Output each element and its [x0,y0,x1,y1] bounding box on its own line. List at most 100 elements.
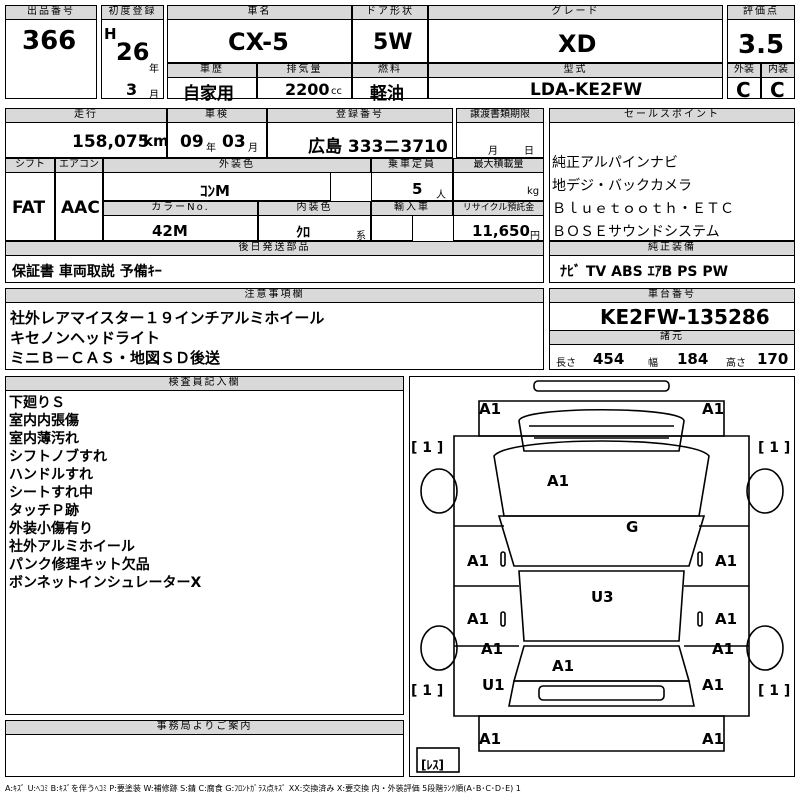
spare-label: [ﾚｽ] [421,758,444,772]
car-diagram [416,380,784,773]
inspector-line: ハンドルすれ [9,467,93,483]
body-shape [453,435,750,717]
sales-point: 純正アルパインナビ [552,155,678,171]
color-no-label: カラーNo. [103,201,258,216]
inspector-line: パンク修理キット欠品 [9,557,150,573]
inspector-label: 検査員記入欄 [5,376,404,391]
wheel-fr-label: [ 1 ] [758,440,791,456]
spare-box [416,747,460,773]
first-reg-cell [101,5,164,99]
lot-no-value: 366 [22,26,77,56]
interior-value: C [770,78,785,102]
door-handle [697,611,703,627]
max-load-unit: kg [527,186,540,197]
inspection-month-unit: 月 [248,143,258,154]
inspection-label: 車検 [167,108,267,123]
reg-no-value: 広島 333ニ3710 [308,137,448,157]
first-reg-month: 3 [126,80,138,99]
rear-window-shape [512,645,691,682]
notes-list: 社外レアマイスター１９インチアルミホイール キセノンヘッドライト ミニＢ－ＣＡＳ… [10,308,324,368]
sales-point: Ｂｌｕｅｔｏｏｔｈ・ＥＴＣ [552,201,734,217]
reg-no-label: 登録番号 [267,108,453,123]
ext-color-label: 外装色 [103,158,371,173]
damage-rear-right: A1 [712,640,735,658]
equip-label: 純正装備 [549,241,795,256]
recycle-label: リサイクル預託金 [453,201,544,216]
tailgate-shape [508,680,695,707]
damage-bumper-rr: A1 [702,730,725,748]
damage-bumper-rl: A1 [479,730,502,748]
fuel-value: 軽油 [370,84,404,104]
capacity-value: 5 [412,180,423,198]
rear-outline-shape [478,715,725,752]
inspector-line: 下廻りＳ [9,395,65,411]
grade-label: グレード [428,5,723,20]
chassis-value: KE2FW-135286 [600,305,770,329]
first-reg-month-unit: 月 [149,90,159,101]
inspector-list: 下廻りＳ 室内内張傷 室内薄汚れ シフトノブすれ ハンドルすれ シートすれ中 タ… [9,394,201,592]
hood-shape [518,408,685,452]
front-bumper-shape [533,380,670,392]
damage-windshield: G [626,518,639,536]
inspector-line: タッチＰ跡 [9,503,79,519]
later-parts-label: 後日発送部品 [5,241,544,256]
history-label: 車歴 [167,63,257,78]
int-color-unit: 系 [356,231,366,242]
door-handle [500,551,506,567]
recycle-value: 11,650 [472,222,530,240]
lot-no-cell [5,5,97,99]
recycle-unit: 円 [530,231,540,242]
door-label: ドア形状 [352,5,428,20]
first-reg-year-unit: 年 [149,64,159,75]
front-outline-shape [478,400,725,437]
damage-bonnet: A1 [547,472,570,490]
wheel-rr-label: [ 1 ] [758,683,791,699]
car-name-value: CX-5 [228,28,289,56]
model-label: 型式 [428,63,723,78]
exterior-label: 外装 [727,63,761,78]
note-line: キセノンヘッドライト [10,329,161,347]
shift-label: シフト [5,158,55,173]
history-value: 自家用 [183,84,234,104]
mileage-label: 走行 [5,108,167,123]
inspection-year-unit: 年 [206,143,216,154]
door-handle [500,611,506,627]
model-value: LDA-KE2FW [530,80,643,100]
dims-label: 諸元 [549,330,795,345]
ac-label: エアコン [55,158,103,173]
damage-front-right: A1 [702,400,725,418]
fuel-label: 燃料 [352,63,428,78]
roof-shape [518,570,685,642]
diagram-cell [409,376,795,777]
inspector-line: 室内薄汚れ [9,431,79,447]
ext-color-value: ｺﾝM [200,182,230,200]
note-line: ミニＢ－ＣＡＳ・地図ＳＤ後送 [10,349,221,367]
sales-point: ＢＯＳＥサウンドシステム [552,224,720,240]
wheel-fl-shape [420,468,458,514]
width-label: 幅 [648,358,658,369]
score-value: 3.5 [738,30,785,60]
sales-points-list: 純正アルパインナビ 地デジ・バックカメラ Ｂｌｕｅｔｏｏｔｈ・ＥＴＣ ＢＯＳＥサ… [552,152,734,244]
damage-front-left: A1 [479,400,502,418]
damage-door-rr: A1 [715,610,738,628]
inspector-line: シフトノブすれ [9,449,107,465]
ac-value: AAC [61,198,100,218]
notes-label: 注意事項欄 [5,288,544,303]
windshield-shape [497,515,706,567]
transfer-label: 譲渡書類期限 [456,108,544,123]
int-color-label: 内装色 [258,201,371,216]
sales-point: 地デジ・バックカメラ [552,178,692,194]
lot-no-label: 出品番号 [5,5,97,20]
wheel-rr-shape [746,625,784,671]
displacement-unit: cc [331,86,342,97]
color-no-value: 42M [152,222,188,240]
first-reg-label: 初度登録 [101,5,164,20]
inspector-line: ボンネットインシュレーターX [9,575,202,591]
legend: A:ｷｽﾞ U:ﾍｺﾐ B:ｷｽﾞを伴うﾍｺﾐ P:要塗装 W:補修跡 S:錆 … [5,784,521,793]
width-value: 184 [677,350,709,368]
score-label: 評価点 [727,5,795,20]
door-value: 5W [373,30,413,55]
inspector-line: 外装小傷有り [9,521,93,537]
damage-rear-left: A1 [481,640,504,658]
chassis-label: 車台番号 [549,288,795,303]
